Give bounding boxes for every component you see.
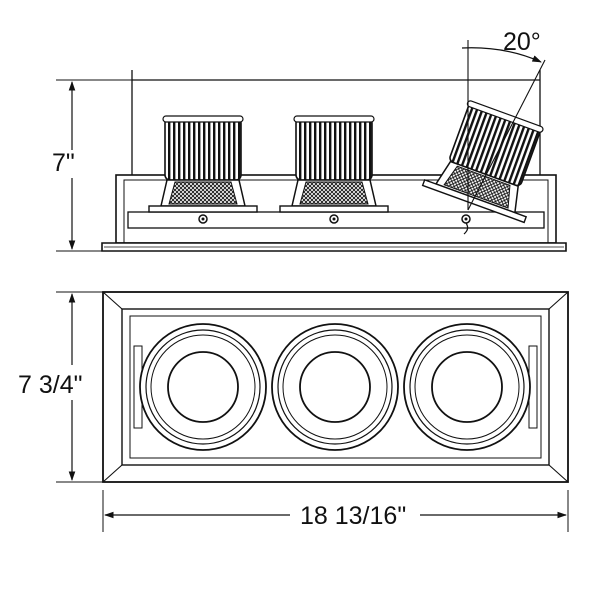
tilt-angle-label: 20° (503, 28, 541, 56)
width-label: 7 3/4" (18, 371, 82, 399)
tilt-angle-indicator: 20° (461, 28, 546, 211)
lamp-head-center (279, 115, 389, 224)
aperture-left (139, 323, 267, 451)
lamp-head-tilted (421, 94, 558, 235)
length-dimension: 18 13/16" (102, 490, 569, 532)
aperture-right (403, 323, 531, 451)
side-view: 20° 7" (52, 28, 567, 252)
length-label: 18 13/16" (300, 502, 406, 530)
height-dimension: 7" (52, 79, 132, 252)
lamp-head-left (148, 115, 258, 224)
top-view: 7 3/4" 18 13/16" (18, 291, 569, 532)
width-dimension: 7 3/4" (18, 291, 103, 483)
aperture-center (271, 323, 399, 451)
height-label: 7" (52, 149, 75, 177)
